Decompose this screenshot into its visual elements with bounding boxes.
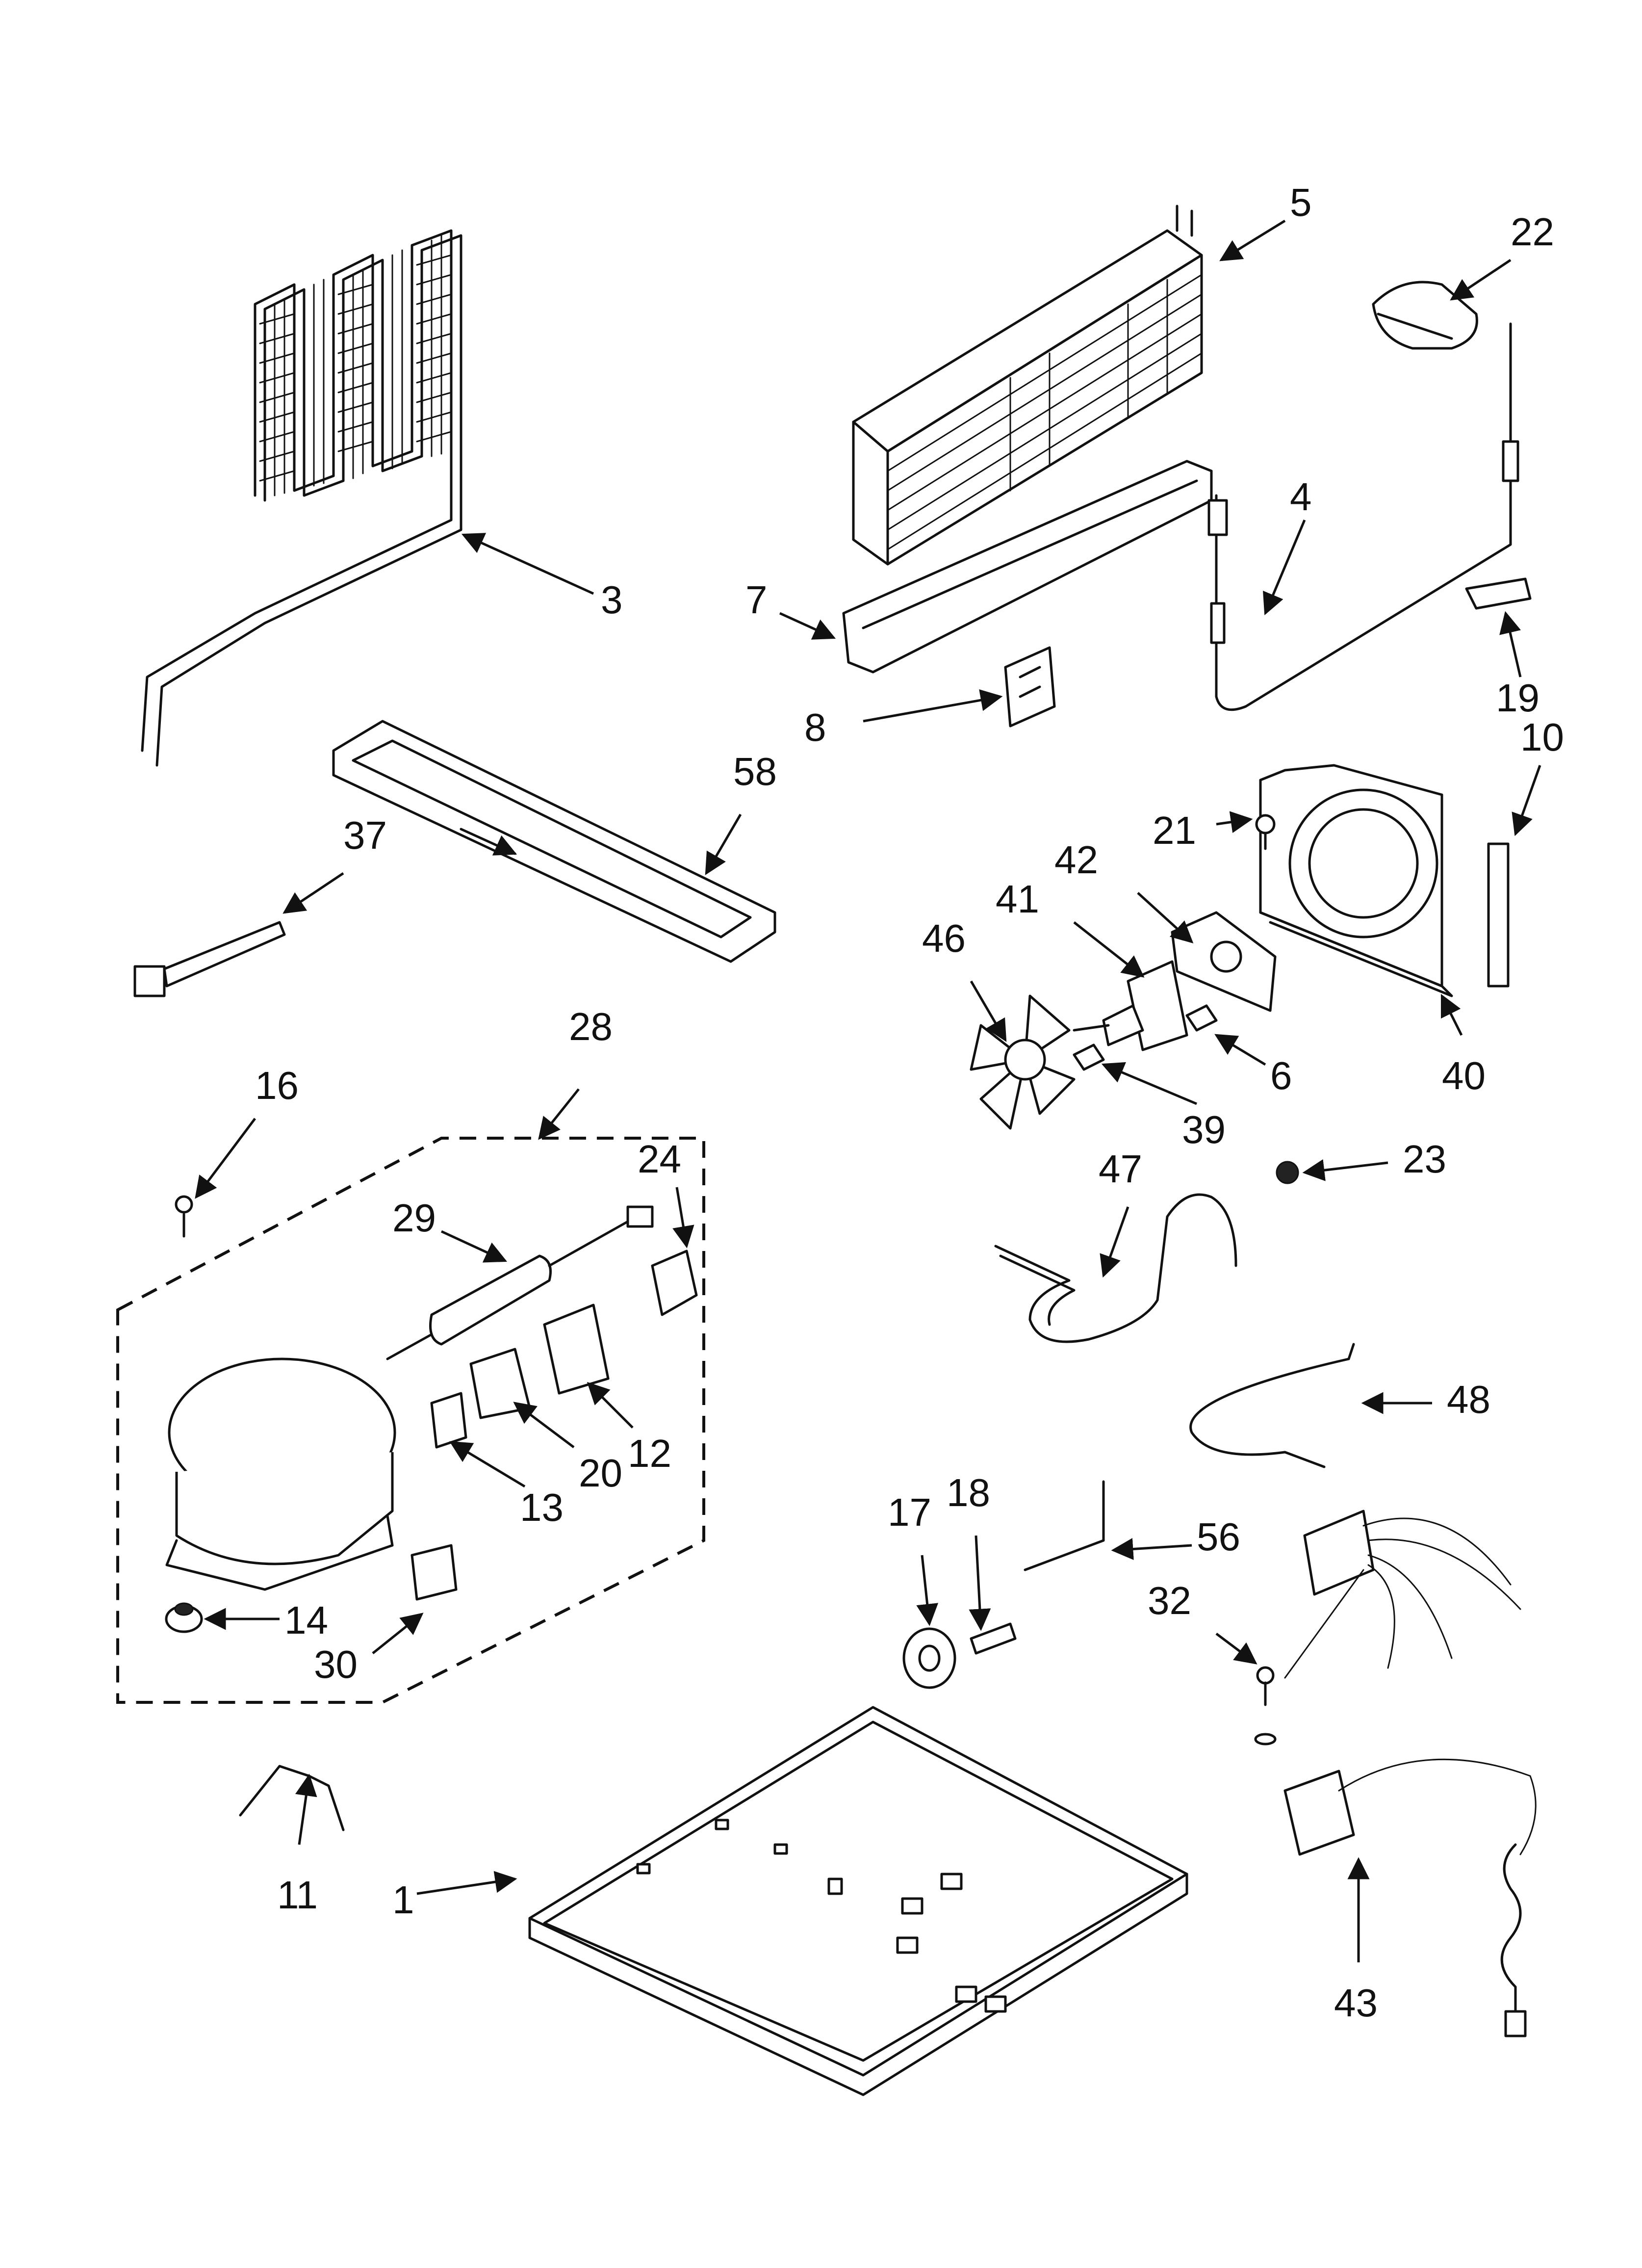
callout-10: 10 bbox=[1520, 715, 1564, 759]
callout-labels: 3 5 22 4 7 8 19 10 58 37 21 42 41 46 6 3… bbox=[255, 181, 1564, 2025]
callout-4: 4 bbox=[1290, 475, 1312, 519]
callout-11: 11 bbox=[277, 1873, 318, 1917]
screw-16-part bbox=[175, 1195, 193, 1238]
evaporator-part bbox=[852, 205, 1203, 566]
callout-19: 19 bbox=[1496, 676, 1539, 720]
callout-13: 13 bbox=[520, 1486, 564, 1529]
callout-24: 24 bbox=[638, 1137, 681, 1181]
callout-40: 41 bbox=[996, 877, 1039, 921]
callout-30: 37 bbox=[343, 813, 387, 857]
callout-56: 32 bbox=[1148, 1579, 1191, 1622]
relay-12-part bbox=[543, 1303, 610, 1395]
fan-motor-part bbox=[1073, 960, 1188, 1051]
callout-5: 5 bbox=[1290, 181, 1312, 224]
defrost-sensor-part bbox=[1207, 322, 1519, 711]
clip-part bbox=[1465, 577, 1532, 610]
screw-21-part bbox=[1255, 814, 1276, 850]
wheel-part bbox=[902, 1627, 956, 1689]
leader-lines bbox=[195, 219, 1541, 1962]
callout-3: 3 bbox=[601, 578, 623, 622]
grommet-part bbox=[1276, 1161, 1299, 1184]
strip-part bbox=[1487, 842, 1510, 988]
callout-41: 42 bbox=[1054, 838, 1098, 882]
callout-42: 43 bbox=[1334, 1981, 1378, 2025]
fan-blade-part bbox=[970, 994, 1076, 1130]
drier-part bbox=[386, 1205, 654, 1360]
callout-48: 56 bbox=[1197, 1515, 1240, 1559]
callout-8: 8 bbox=[804, 705, 826, 749]
callout-14: 14 bbox=[284, 1598, 328, 1642]
capacitor-part bbox=[410, 1544, 458, 1601]
callout-17: 17 bbox=[888, 1490, 931, 1534]
cable-tie-part bbox=[133, 921, 286, 997]
callout-23: 23 bbox=[1403, 1137, 1446, 1181]
callout-47: 48 bbox=[1447, 1378, 1490, 1421]
clip-11-part bbox=[239, 1765, 345, 1831]
callout-29: 29 bbox=[392, 1196, 436, 1240]
base-frame-part bbox=[528, 1706, 1188, 2096]
screw-6-part bbox=[1185, 1004, 1218, 1032]
callout-1: 1 bbox=[392, 1878, 414, 1922]
wiring-harness-part bbox=[1283, 1510, 1537, 2037]
compressor-group-boundary bbox=[116, 1137, 705, 1704]
callout-43: 46 bbox=[922, 916, 966, 960]
condenser-coil-part bbox=[141, 229, 462, 767]
terminal-13-part bbox=[430, 1392, 467, 1449]
callout-39: 40 bbox=[1442, 1054, 1486, 1097]
callout-20: 20 bbox=[579, 1451, 622, 1495]
callout-32: 30 bbox=[314, 1642, 358, 1686]
callout-18: 18 bbox=[947, 1471, 990, 1514]
drain-pan-part bbox=[332, 720, 776, 963]
tube-46-part bbox=[994, 1193, 1237, 1343]
grommet-14-part bbox=[165, 1602, 203, 1633]
callout-6: 6 bbox=[1270, 1054, 1292, 1097]
callout-58: 58 bbox=[733, 750, 777, 793]
callout-37: 39 bbox=[1182, 1108, 1226, 1151]
callout-21: 21 bbox=[1153, 808, 1196, 852]
callout-16: 16 bbox=[255, 1064, 299, 1107]
overload-relay-24-part bbox=[651, 1250, 698, 1316]
callout-22: 22 bbox=[1511, 210, 1554, 254]
callout-28: 28 bbox=[569, 1005, 613, 1048]
callout-12: 12 bbox=[628, 1432, 671, 1475]
callout-46: 47 bbox=[1099, 1147, 1142, 1191]
bracket-part bbox=[1004, 646, 1056, 728]
tube-48-part bbox=[1024, 1480, 1105, 1571]
axle-part bbox=[970, 1622, 1017, 1655]
compressor-part bbox=[165, 1357, 396, 1591]
tube-47-part bbox=[1189, 1343, 1355, 1468]
motor-plate-part bbox=[1171, 911, 1277, 1012]
screw-37-part bbox=[1073, 1043, 1105, 1071]
fan-shroud-part bbox=[1259, 764, 1453, 997]
screw-56-part bbox=[1254, 1666, 1277, 1746]
callout-7: 7 bbox=[745, 578, 768, 622]
